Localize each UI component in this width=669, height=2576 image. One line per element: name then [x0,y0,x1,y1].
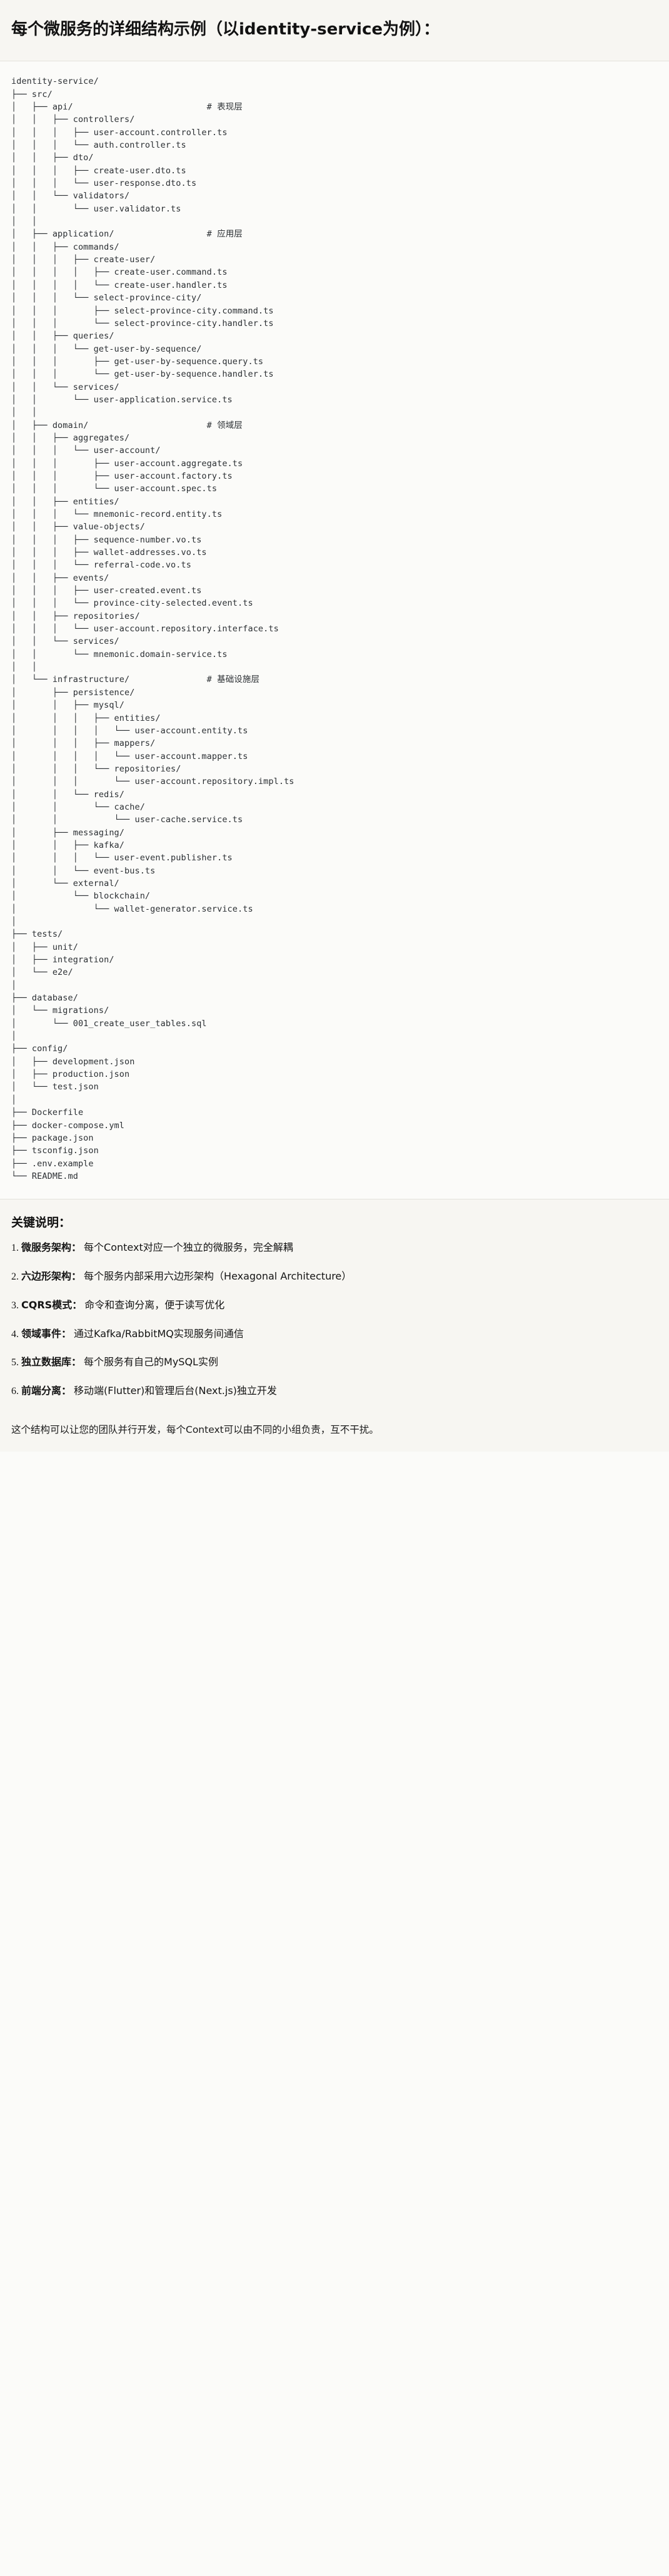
list-item: 3. CQRS模式： 命令和查询分离，便于读写优化 [11,1298,658,1314]
list-item-number: 4. [11,1328,19,1340]
list-item-term: 微服务架构 [21,1241,72,1254]
list-item-number: 2. [11,1271,19,1283]
directory-tree: identity-service/ ├── src/ │ ├── api/ # … [11,76,294,1181]
list-item-separator: ： [71,1270,82,1283]
header-band: 每个微服务的详细结构示例（以identity-service为例）： [0,0,669,62]
list-item: 2. 六边形架构： 每个服务内部采用六边形架构（Hexagonal Archit… [11,1269,658,1285]
list-item-separator: ： [72,1298,83,1311]
list-item-term: 前端分离 [21,1385,62,1397]
list-item-term: 六边形架构 [21,1270,72,1283]
page-root: 每个微服务的详细结构示例（以identity-service为例）： ident… [0,0,669,1452]
list-item: 5. 独立数据库： 每个服务有自己的MySQL实例 [11,1355,658,1371]
list-item-desc: 每个Context对应一个独立的微服务，完全解耦 [84,1241,293,1254]
list-item-number: 6. [11,1386,19,1397]
page-title: 每个微服务的详细结构示例（以identity-service为例）： [11,20,440,39]
summary-note: 这个结构可以让您的团队并行开发，每个Context可以由不同的小组负责，互不干扰… [0,1418,669,1452]
list-item: 6. 前端分离： 移动端(Flutter)和管理后台(Next.js)独立开发 [11,1383,658,1400]
list-item-separator: ： [71,1356,82,1368]
list-item-number: 3. [11,1300,19,1311]
list-item-desc: 每个服务内部采用六边形架构（Hexagonal Architecture） [84,1270,352,1283]
list-item: 1. 微服务架构： 每个Context对应一个独立的微服务，完全解耦 [11,1240,658,1256]
list-item-term: 领域事件 [21,1327,62,1340]
list-item-term: 独立数据库 [21,1356,72,1368]
key-points-section: 关键说明： 1. 微服务架构： 每个Context对应一个独立的微服务，完全解耦… [0,1199,669,1418]
list-item-separator: ： [71,1241,82,1254]
list-item-number: 1. [11,1243,19,1254]
list-item-term: CQRS模式 [21,1298,73,1311]
list-item-desc: 命令和查询分离，便于读写优化 [84,1298,225,1311]
list-item-desc: 每个服务有自己的MySQL实例 [84,1356,218,1368]
list-item-desc: 通过Kafka/RabbitMQ实现服务间通信 [74,1327,244,1340]
list-item-desc: 移动端(Flutter)和管理后台(Next.js)独立开发 [74,1385,277,1397]
list-item-number: 5. [11,1357,19,1368]
list-item: 4. 领域事件： 通过Kafka/RabbitMQ实现服务间通信 [11,1326,658,1343]
list-item-separator: ： [61,1385,72,1397]
directory-tree-block: identity-service/ ├── src/ │ ├── api/ # … [0,61,669,1200]
list-item-separator: ： [61,1327,72,1340]
key-points-list: 1. 微服务架构： 每个Context对应一个独立的微服务，完全解耦 2. 六边… [11,1240,658,1400]
key-points-title: 关键说明： [11,1216,71,1230]
